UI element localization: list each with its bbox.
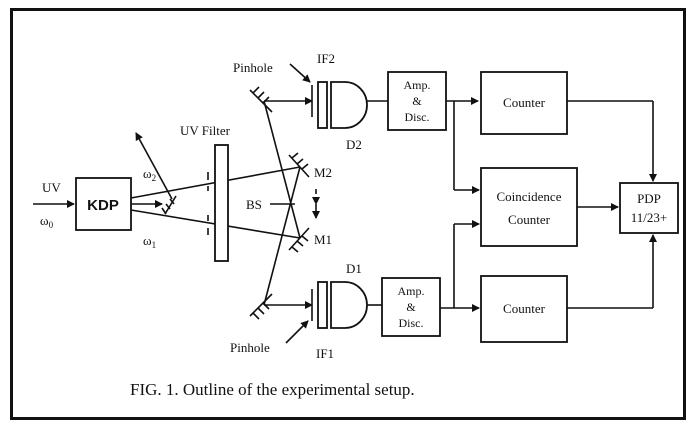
pinhole-bottom-label: Pinhole [230,340,270,355]
counter-top-box [480,71,568,135]
counter-bottom-label: Counter [503,301,546,316]
uv-input-label: UV [42,180,61,195]
amp-bottom-line3: Disc. [399,316,424,330]
pdp-line1: PDP [637,191,661,206]
amp-top-line3: Disc. [405,110,430,124]
pdp-line2: 11/23+ [631,210,667,225]
d2-detector [330,81,368,129]
figure-caption: FIG. 1. Outline of the experimental setu… [130,380,415,399]
omega0-label: ω0 [40,213,54,230]
counter-bottom-box [480,275,568,343]
amp-bottom-line2: & [406,300,416,314]
pinhole-top-arrow [289,63,311,83]
coincidence-line1: Coincidence [497,189,562,204]
omega2-label: ω2 [143,166,156,183]
m1-mirror [288,227,310,251]
pinhole-bottom-arrow [285,320,309,344]
top-fold-mirror [249,89,273,113]
pdp-computer-box [619,182,679,234]
amp-top-line1: Amp. [404,78,431,92]
path-m2-to-bottom-mirror [263,166,301,306]
bs-label: BS [246,197,262,212]
omega1-label: ω1 [143,233,156,250]
m1-label: M1 [314,232,332,247]
reflected-uv-arrow [135,132,173,200]
uv-filter [214,144,229,262]
beam-dump-mirror [164,195,177,215]
amp-top-line2: & [412,94,422,108]
d1-label: D1 [346,261,362,276]
if1-label: IF1 [316,346,334,361]
path-m1-to-top-mirror [263,100,301,239]
coincidence-line2: Counter [508,212,551,227]
counter-top-label: Counter [503,95,546,110]
m2-label: M2 [314,165,332,180]
coincidence-counter-box [480,167,578,247]
amp-bottom-line1: Amp. [398,284,425,298]
amp-disc-top-box [387,71,447,131]
d2-label: D2 [346,137,362,152]
uv-filter-label: UV Filter [180,123,231,138]
bottom-fold-mirror [249,293,273,317]
d1-detector [330,281,368,329]
if2-filter [317,81,328,129]
kdp-label: KDP [87,197,119,214]
amp-disc-bottom-box [381,277,441,337]
m2-mirror [288,154,310,178]
kdp-crystal-box [75,177,132,231]
if2-label: IF2 [317,51,335,66]
pinhole-top-label: Pinhole [233,60,273,75]
if1-filter [317,281,328,329]
